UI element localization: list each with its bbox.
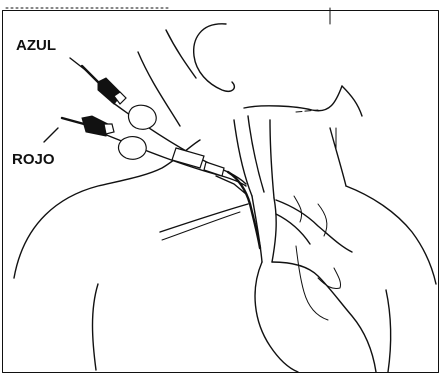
right-arm-line bbox=[386, 290, 391, 372]
carotid-line bbox=[270, 120, 274, 198]
subclavian-right-upper bbox=[276, 200, 352, 252]
coronary-vessel bbox=[318, 268, 341, 289]
clavicle-left bbox=[160, 204, 248, 232]
azul-label: AZUL bbox=[16, 37, 56, 54]
catheter-hub bbox=[172, 148, 204, 168]
chin-outline bbox=[342, 86, 362, 116]
ear-outline bbox=[194, 24, 235, 91]
red-clamp bbox=[119, 137, 147, 160]
heart-right-outline bbox=[272, 262, 376, 372]
jugular-vein-right-wall bbox=[248, 116, 264, 192]
jaw-outline bbox=[244, 86, 342, 111]
suture-wing bbox=[204, 162, 224, 176]
heart-left-outline bbox=[255, 262, 298, 372]
rojo-label: ROJO bbox=[12, 151, 55, 168]
rojo-leader-line bbox=[44, 128, 58, 142]
blue-clamp bbox=[129, 105, 157, 129]
neck-back-line bbox=[166, 30, 196, 78]
red-lumen-connector bbox=[62, 116, 114, 136]
subclavian-right-lower bbox=[276, 214, 310, 244]
svc-right-wall bbox=[272, 198, 276, 262]
clavicle-left-inner bbox=[162, 212, 240, 240]
frame-border bbox=[3, 11, 439, 373]
left-arm-line bbox=[93, 284, 99, 370]
neck-front-line bbox=[330, 128, 346, 186]
azul-leader-line bbox=[70, 58, 88, 72]
vessel-branch-2 bbox=[318, 204, 327, 236]
right-shoulder-outline bbox=[346, 186, 436, 284]
